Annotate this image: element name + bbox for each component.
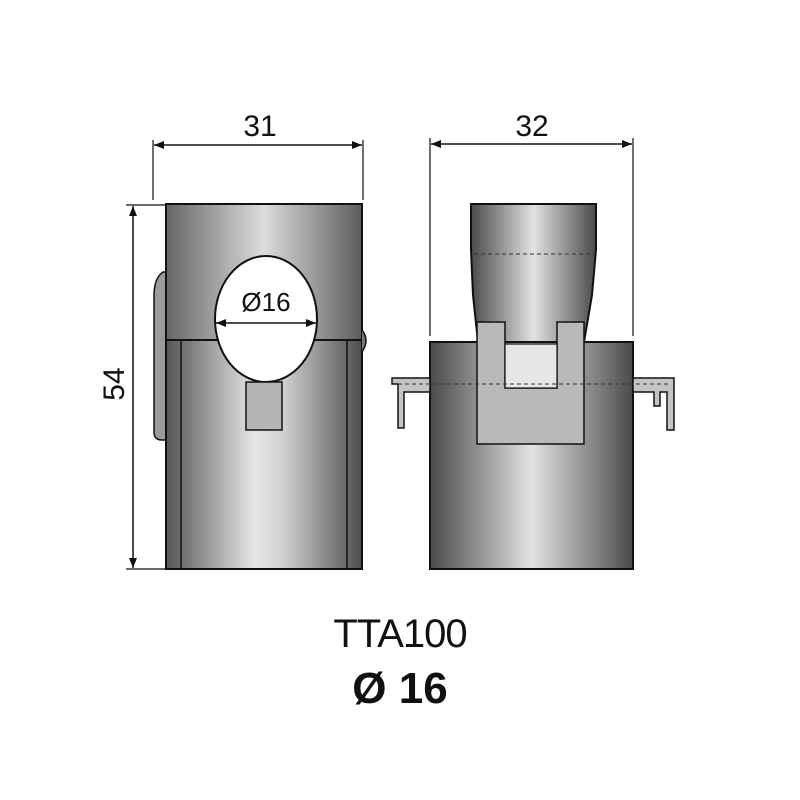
cable-hole	[214, 255, 318, 383]
side-width-dimension: 32	[429, 110, 634, 336]
side-width-label: 32	[515, 110, 548, 143]
side-view	[391, 203, 675, 570]
front-side-tab	[153, 271, 169, 441]
hole-dimension-label: Ø16	[241, 287, 290, 317]
height-label: 54	[98, 367, 131, 400]
front-width-dimension: 31	[152, 110, 364, 200]
front-slot	[245, 381, 283, 431]
model-name: TTA100	[333, 612, 467, 656]
side-latch-window	[504, 343, 558, 389]
height-dimension: 54	[98, 204, 165, 570]
side-clip-left	[391, 377, 431, 429]
model-size: Ø 16	[352, 664, 448, 713]
front-hinge-knob	[361, 329, 367, 353]
front-view: Ø16	[153, 203, 367, 570]
front-width-label: 31	[243, 110, 276, 143]
side-clip-right	[632, 377, 675, 431]
